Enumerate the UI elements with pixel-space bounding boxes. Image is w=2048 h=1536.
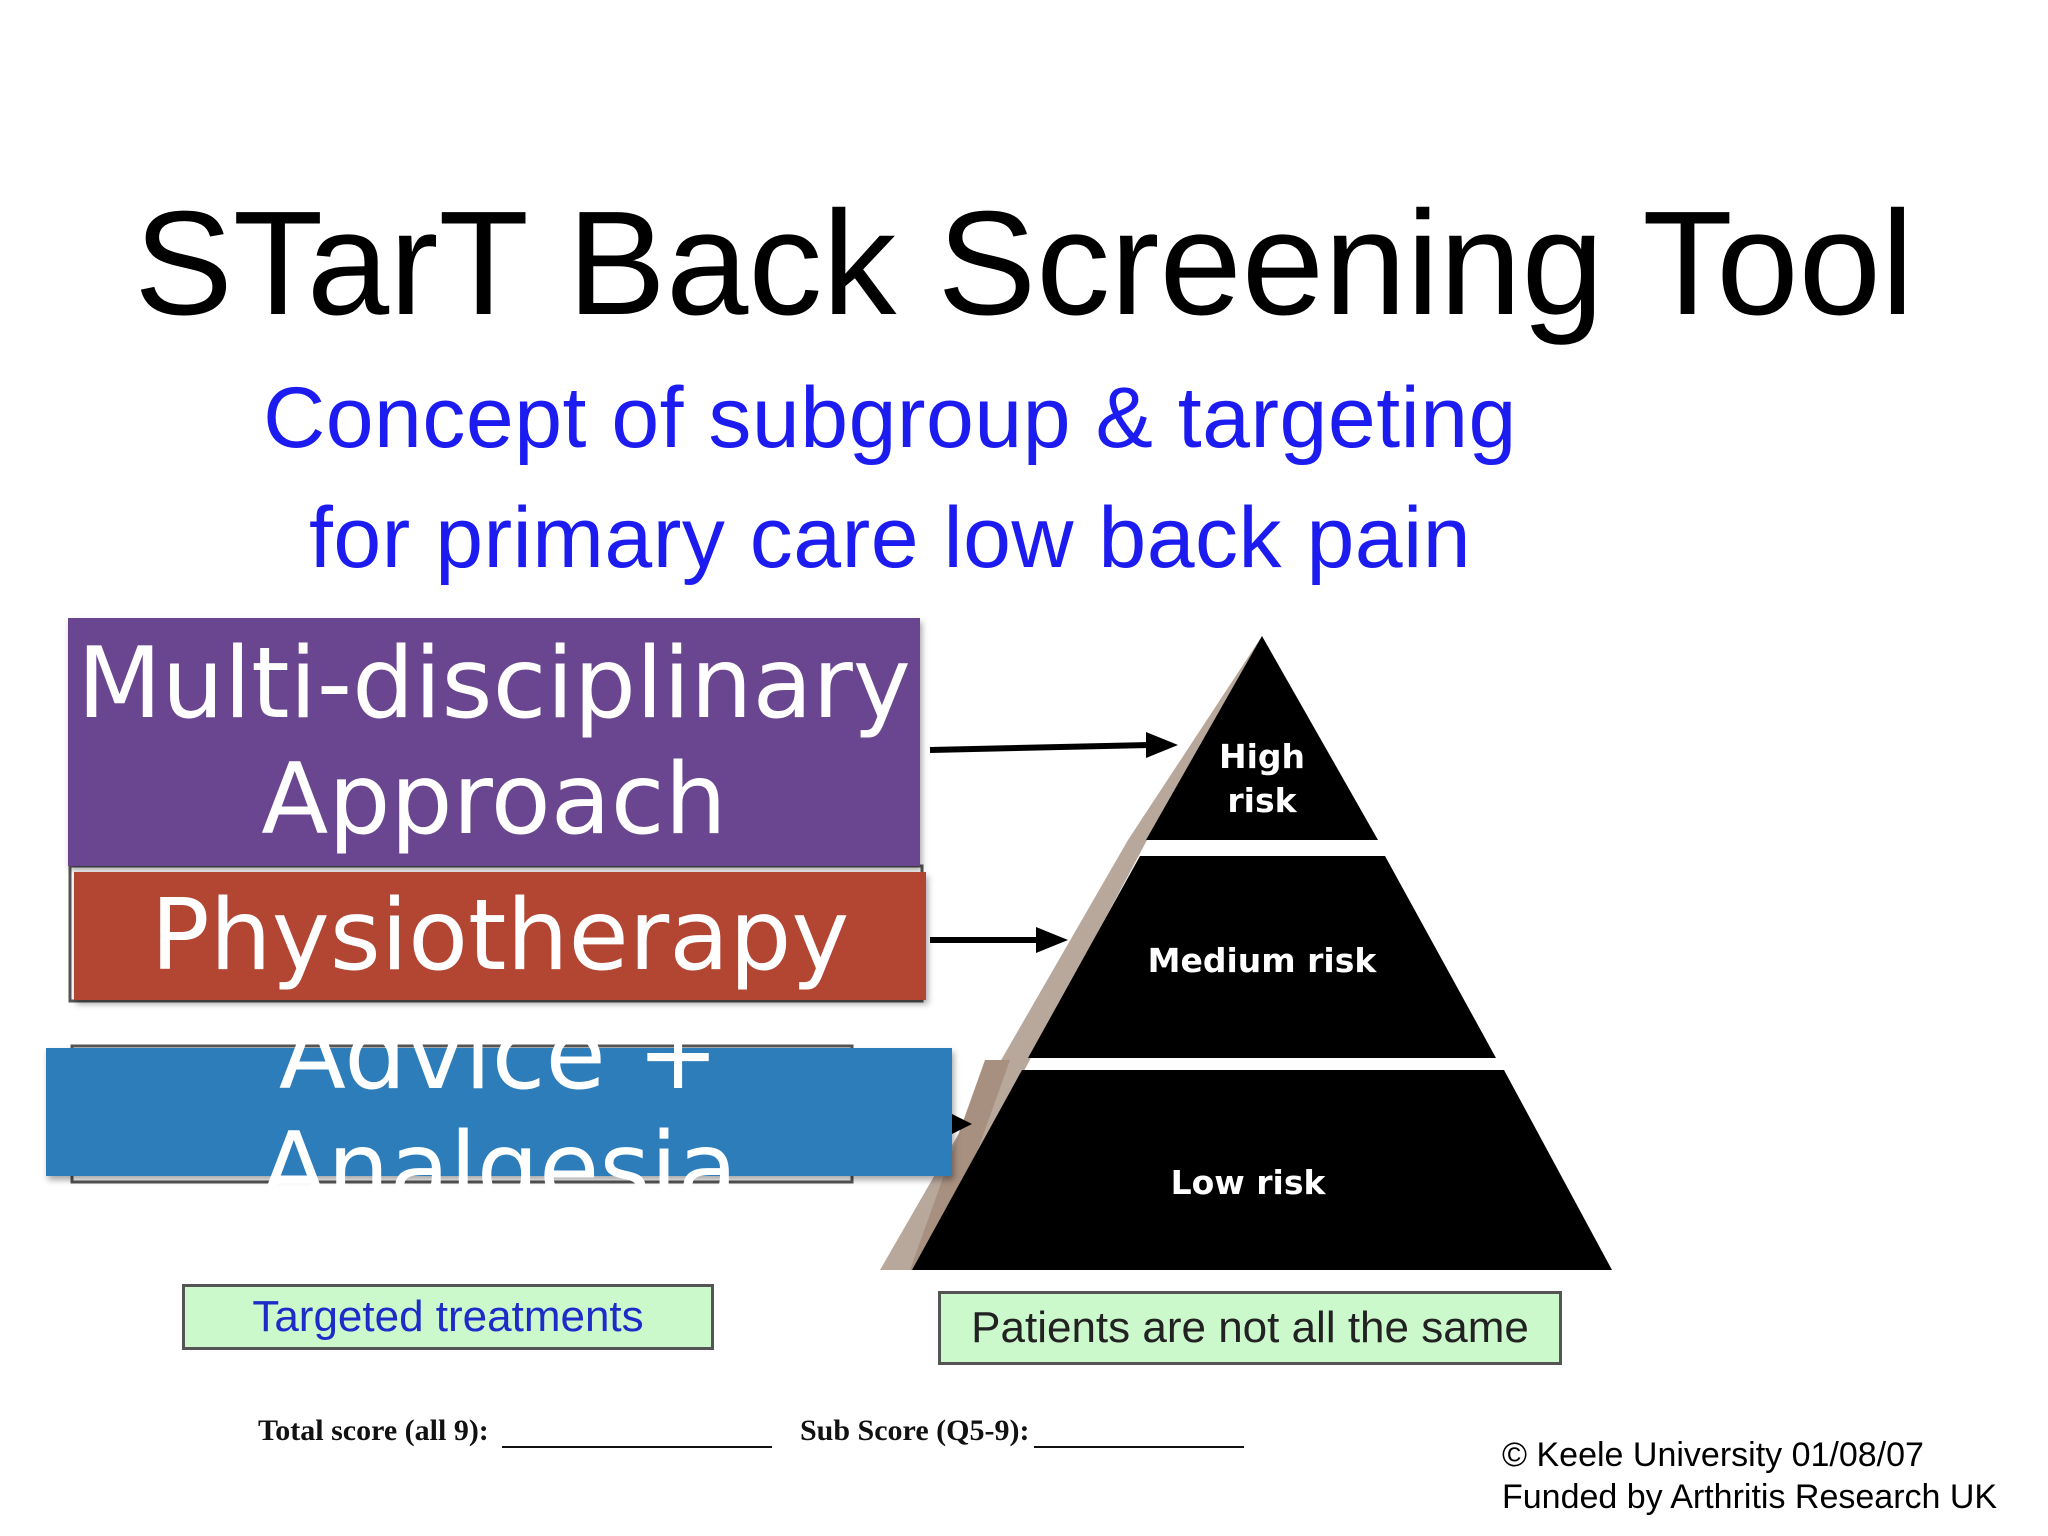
treatment-advice-analgesia: Advice + Analgesia	[46, 998, 952, 1226]
total-score-label: Total score (all 9):	[258, 1414, 489, 1447]
pyramid-side-shade-low	[910, 1060, 1010, 1270]
label-medium-risk: Medium risk	[1148, 941, 1378, 980]
treatment-multidisciplinary: Multi-disciplinary Approach	[68, 618, 920, 866]
sub-score-label: Sub Score (Q5-9):	[800, 1414, 1030, 1447]
physio-label: Physiotherapy	[150, 879, 850, 993]
funded-text: Funded by Arthritis Research UK	[1502, 1478, 1998, 1516]
total-score-blank	[502, 1446, 772, 1448]
caption-targeted-text: Targeted treatments	[252, 1292, 644, 1341]
tier-medium	[1028, 856, 1496, 1058]
subtitle-line-2: for primary care low back pain	[308, 490, 1472, 586]
sub-score-blank	[1034, 1446, 1244, 1448]
tier-high	[1146, 636, 1378, 840]
tier-low	[912, 1070, 1612, 1270]
arrow-to-high	[929, 732, 1178, 758]
copyright-text: © Keele University 01/08/07	[1502, 1436, 1924, 1474]
advice-label: Advice + Analgesia	[260, 998, 738, 1226]
caption-targeted-treatments: Targeted treatments	[182, 1284, 714, 1350]
slide-title: STarT Back Screening Tool	[134, 181, 1914, 346]
label-high-risk-2: risk	[1227, 781, 1297, 820]
caption-patients-text: Patients are not all the same	[971, 1303, 1529, 1352]
multi-line-2: Approach	[261, 743, 727, 857]
arrow-to-low	[952, 1114, 972, 1134]
arrow-to-medium	[930, 927, 1068, 953]
label-low-risk: Low risk	[1171, 1163, 1327, 1202]
label-high-risk-1: High	[1219, 737, 1305, 776]
subtitle-line-1: Concept of subgroup & targeting	[263, 370, 1517, 466]
caption-patients-not-same: Patients are not all the same	[938, 1291, 1562, 1365]
multi-line-1: Multi-disciplinary	[77, 627, 911, 741]
treatment-physiotherapy: Physiotherapy	[74, 872, 926, 1000]
